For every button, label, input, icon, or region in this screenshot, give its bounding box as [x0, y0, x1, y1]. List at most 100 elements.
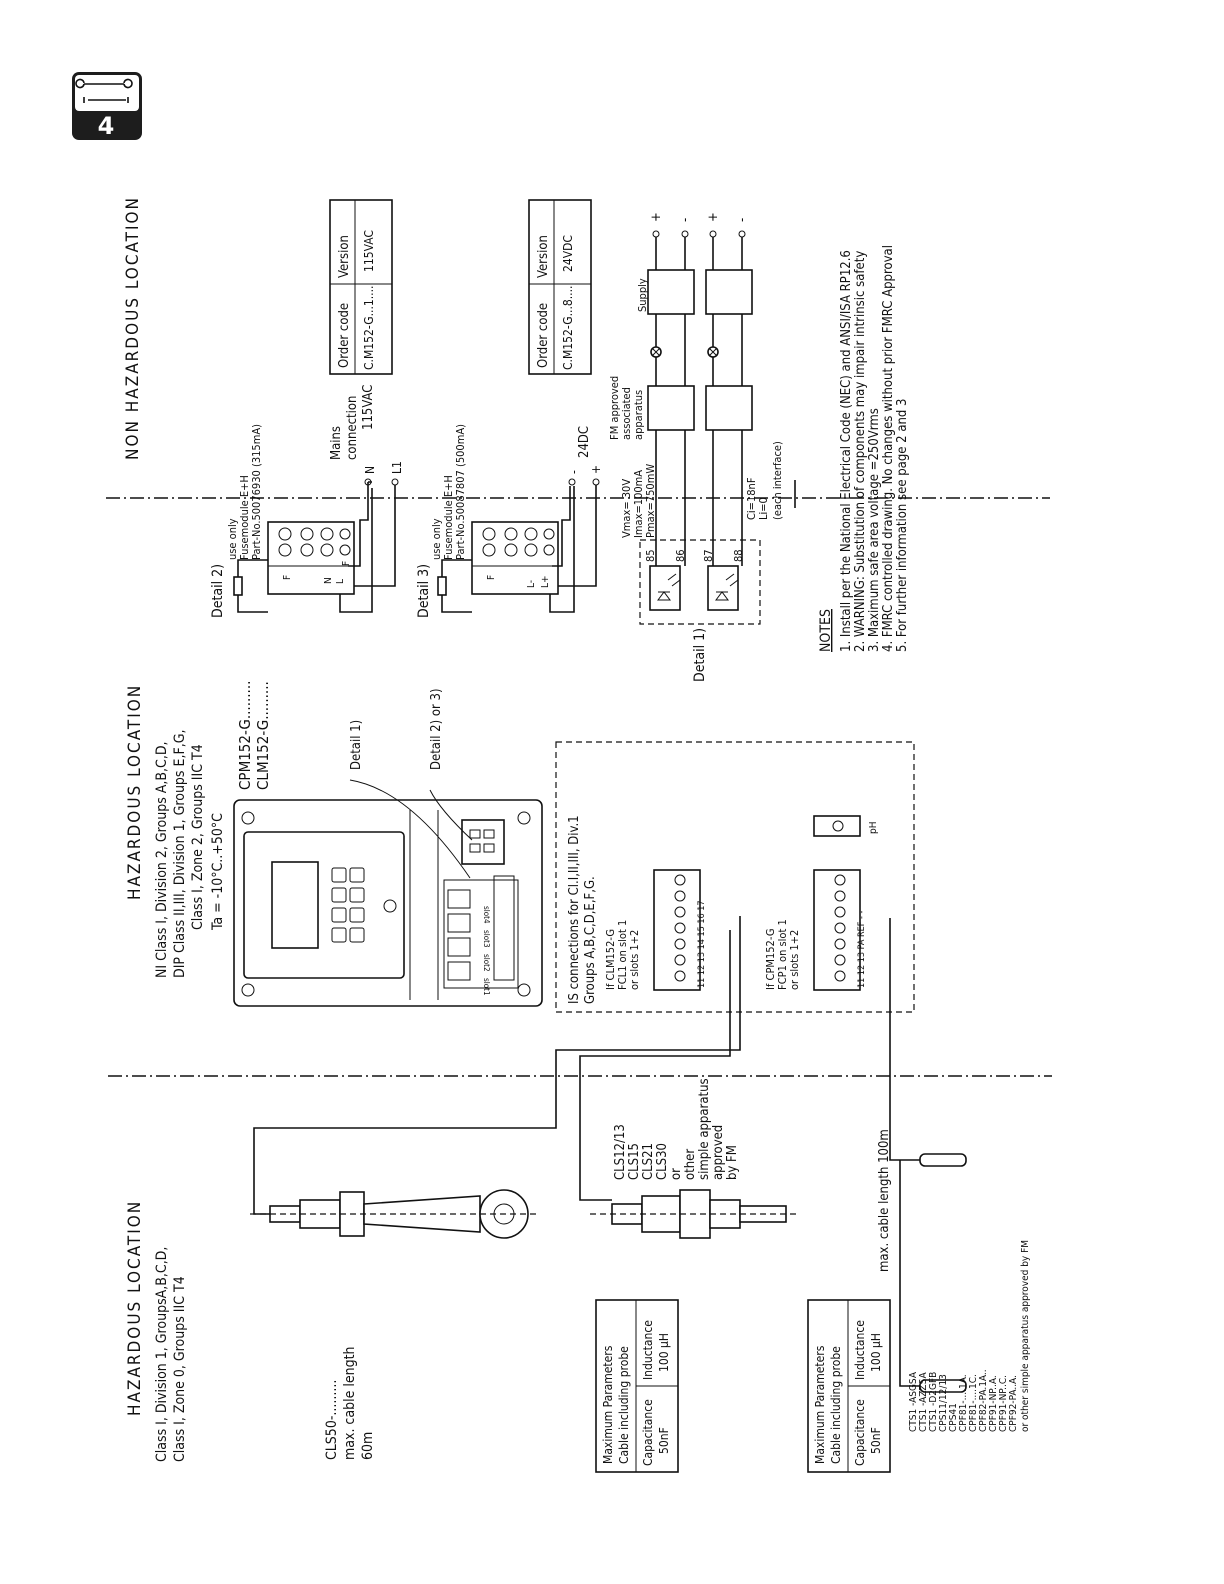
callout-line-detail23 [429, 789, 473, 841]
cls50-label: CLS50-......... max. cable length 60m [324, 1347, 376, 1460]
sensors-mid-label: CLS12/13 CLS15 CLS21 CLS30 or other simp… [613, 1078, 740, 1180]
param-table-upper: Maximum Parameters Cable including probe… [595, 1299, 679, 1473]
svg-text:-: - [678, 218, 693, 222]
svg-text:associated: associated [620, 387, 633, 440]
svg-text:CLS21: CLS21 [641, 1143, 656, 1180]
svg-text:If CLM152-G: If CLM152-G [604, 929, 617, 990]
callout-detail23: Detail 2) or 3) [429, 688, 444, 770]
svg-text:connection: connection [345, 396, 360, 460]
svg-text:C.M152-G...8....: C.M152-G...8.... [561, 286, 575, 370]
wire-pt100 [889, 918, 920, 1387]
clm-terminal-block [653, 869, 701, 991]
associated-apparatus-2 [705, 385, 753, 431]
svg-text:FM approved: FM approved [608, 376, 621, 440]
svg-text:slot1: slot1 [482, 978, 491, 996]
svg-text:Ta = -10°C..+50°C: Ta = -10°C..+50°C [210, 813, 226, 931]
svg-text:(each interface): (each interface) [771, 441, 784, 520]
zone-title-non-hazardous: NON HAZARDOUS LOCATION [123, 196, 143, 460]
svg-text:F: F [282, 575, 293, 580]
section-number: 4 [98, 112, 115, 140]
callout-line-detail1 [349, 779, 471, 879]
svg-text:CLM152-G.........: CLM152-G......... [254, 681, 272, 790]
svg-text:-: - [735, 218, 750, 222]
wrench-screwdriver-icon [75, 78, 133, 103]
svg-text:Pmax=750mW: Pmax=750mW [644, 464, 657, 538]
svg-text:IS connections for Cl.I,II,III: IS connections for Cl.I,II,III, Div.1 [567, 815, 582, 1004]
transmitter-device: slot4 slot3 slot2 slot1 [233, 799, 543, 1007]
svg-text:simple apparatus: simple apparatus [697, 1078, 712, 1180]
svg-text:F: F [486, 575, 497, 580]
svg-text:CTS1 -ASGSA: CTS1 -ASGSA [908, 1371, 919, 1432]
fuse-symbol-mains [233, 576, 243, 596]
svg-text:L: L [335, 579, 346, 584]
svg-text:CPF81-....1C.: CPF81-....1C. [968, 1374, 979, 1432]
associated-apparatus-1 [647, 385, 695, 431]
is-connections-box: IS connections for Cl.I,II,III, Div.1 Gr… [555, 741, 915, 1013]
sensor-list: CTS1 -ASGSA CTS1 -AZZSA CTS1 -D2GFB CPS1… [908, 1240, 1031, 1432]
svg-text:max. cable length: max. cable length [342, 1347, 358, 1460]
wire-cls12 [579, 930, 731, 1201]
version-table-115vac: Order code Version C.M152-G...1.... 115V… [329, 199, 393, 375]
optocoupler-1 [649, 565, 681, 611]
svg-text:115VAC: 115VAC [362, 230, 376, 272]
svg-text:+: + [589, 465, 603, 474]
svg-text:Maximum Parameters: Maximum Parameters [601, 1345, 615, 1464]
notes-block: NOTES 1. Install per the National Electr… [818, 245, 910, 652]
svg-text:50nF: 50nF [657, 1427, 671, 1454]
svg-text:DIP Class II,III, Division 1,: DIP Class II,III, Division 1, Groups E,F… [172, 730, 188, 978]
version-table-24vdc: Order code Version C.M152-G...8.... 24VD… [528, 199, 592, 375]
svg-text:slot2: slot2 [482, 954, 491, 972]
svg-text:or other simple apparatus appr: or other simple apparatus approved by FM [1020, 1240, 1031, 1432]
fuse-note-115: use only Fusemodule E+H Part-No.50076930… [226, 424, 263, 560]
supply-1 [647, 269, 695, 315]
fuse-note-24dc: use only Fusemodule E+H Part-No.50087807… [430, 424, 467, 560]
interface-detail: Detail 1) 85 86 87 88 Vmax= 30V Imax=100… [608, 212, 784, 682]
cls12-sensor [590, 1189, 800, 1239]
svg-text:Li=0: Li=0 [757, 497, 770, 520]
callout-detail1: Detail 1) [349, 720, 364, 770]
svg-text:CPF81-....1A.: CPF81-....1A. [958, 1374, 969, 1432]
svg-text:100 µH: 100 µH [869, 1333, 883, 1372]
svg-text:C.M152-G...1....: C.M152-G...1.... [362, 286, 376, 370]
svg-text:3. Maximum safe area voltage =: 3. Maximum safe area voltage =250Vrms [867, 408, 882, 652]
svg-text:Fusemodule E+H: Fusemodule E+H [442, 475, 455, 560]
svg-text:Capacitance: Capacitance [853, 1399, 867, 1466]
svg-text:CPF91-NP..C.: CPF91-NP..C. [998, 1375, 1009, 1432]
terminal-strip [461, 819, 505, 865]
svg-text:Mains: Mains [329, 426, 344, 460]
optocoupler-2 [707, 565, 739, 611]
svg-text:If CPM152-G: If CPM152-G [764, 929, 777, 991]
dc-label: 24DC [577, 426, 592, 458]
svg-text:Detail 1): Detail 1) [692, 628, 708, 682]
keypad [331, 867, 365, 943]
svg-text:CPS11/12/13: CPS11/12/13 [938, 1374, 949, 1432]
mains-label: Mains connection 115VAC [329, 385, 376, 460]
svg-text:or slots 1+2: or slots 1+2 [788, 930, 801, 990]
svg-text:1. Install per the National El: 1. Install per the National Electrical C… [839, 250, 854, 652]
svg-text:FCL1 on slot 1: FCL1 on slot 1 [616, 920, 629, 990]
svg-text:5. For further information see: 5. For further information see page 2 an… [895, 399, 910, 652]
svg-text:Cable including probe: Cable including probe [617, 1346, 631, 1464]
section-badge: 4 [72, 72, 142, 140]
svg-text:87: 87 [702, 549, 715, 562]
svg-text:CTS1 -AZZSA: CTS1 -AZZSA [918, 1372, 929, 1432]
svg-text:CTS1 -D2GFB: CTS1 -D2GFB [928, 1372, 939, 1432]
svg-text:11 12 13 14 15 16 17: 11 12 13 14 15 16 17 [697, 900, 707, 988]
svg-text:Inductance: Inductance [853, 1320, 867, 1380]
svg-text:CLS30: CLS30 [655, 1143, 670, 1180]
svg-text:85: 85 [644, 549, 657, 562]
svg-text:24VDC: 24VDC [561, 235, 575, 272]
svg-text:86: 86 [674, 549, 687, 562]
svg-text:CLS12/13: CLS12/13 [613, 1124, 628, 1180]
svg-text:NI Class I, Division 2, Group: NI Class I, Division 2, Groups A,B,C,D, [154, 741, 170, 978]
svg-text:apparatus: apparatus [632, 390, 645, 440]
lamp-icon [650, 346, 719, 358]
lcd-display [271, 861, 319, 949]
svg-text:L+: L+ [540, 575, 551, 588]
svg-text:N: N [363, 466, 377, 474]
zone-title-hazardous-left: HAZARDOUS LOCATION [125, 1200, 145, 1416]
class-list-left: Class I, Division 1, GroupsA,B,C,D, Clas… [154, 1247, 188, 1462]
param-table-lower: Maximum Parameters Cable including probe… [807, 1299, 891, 1473]
cpm-terminal-block [813, 869, 861, 991]
